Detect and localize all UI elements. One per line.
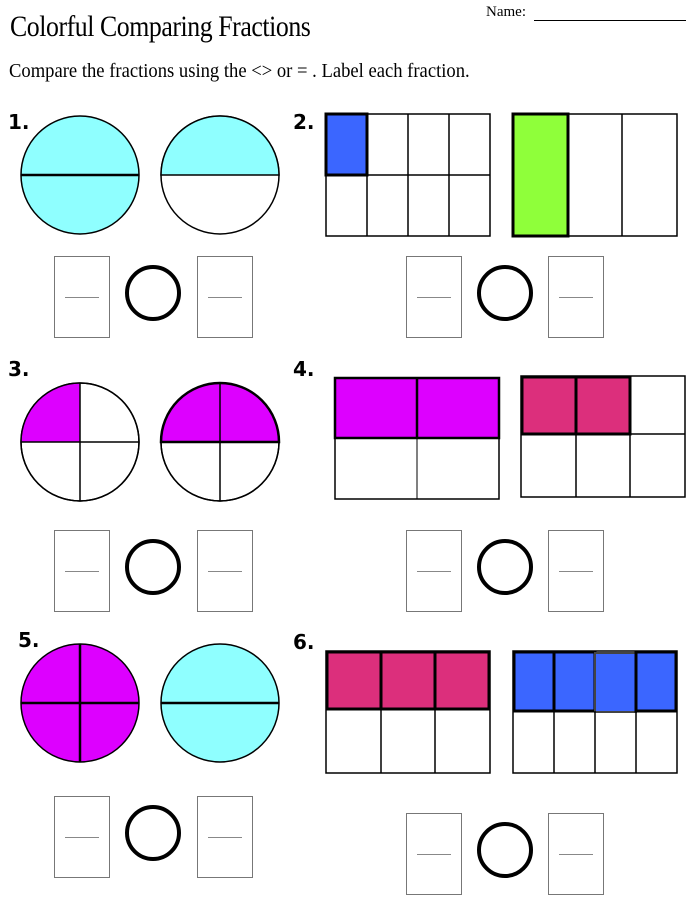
problem-2-comparison-circle[interactable] — [477, 265, 533, 321]
fraction-bar — [559, 571, 593, 572]
fraction-bar — [65, 571, 99, 572]
problem-1-left-circle — [20, 115, 140, 235]
problem-6-left-grid — [325, 650, 491, 774]
problem-4-comparison-circle[interactable] — [477, 539, 533, 595]
fraction-bar — [65, 837, 99, 838]
problem-4-right-answer-box[interactable] — [548, 530, 604, 612]
problem-2-right-grid — [511, 112, 678, 238]
problem-2-left-grid — [324, 112, 491, 237]
problem-1-number: 1. — [8, 110, 30, 134]
fraction-bar — [65, 297, 99, 298]
fraction-bar — [417, 297, 451, 298]
problem-2-right-answer-box[interactable] — [548, 256, 604, 338]
problem-4-left-grid — [333, 376, 501, 500]
fraction-bar — [208, 297, 242, 298]
problem-6-right-answer-box[interactable] — [548, 813, 604, 895]
problem-6-left-answer-box[interactable] — [406, 813, 462, 895]
problem-4-number: 4. — [293, 357, 315, 381]
problem-5-number: 5. — [18, 628, 40, 652]
problem-1-left-answer-box[interactable] — [54, 256, 110, 338]
fraction-bar — [559, 297, 593, 298]
fraction-bar — [559, 854, 593, 855]
name-field[interactable] — [534, 20, 686, 21]
fraction-bar — [208, 837, 242, 838]
problem-1-right-circle — [160, 115, 280, 235]
fraction-bar — [417, 854, 451, 855]
problem-2-number: 2. — [293, 110, 315, 134]
problem-5-right-circle — [160, 643, 280, 763]
problem-4-right-grid — [520, 375, 686, 498]
problem-4-left-answer-box[interactable] — [406, 530, 462, 612]
worksheet-title: Colorful Comparing Fractions — [10, 10, 311, 43]
problem-3-left-answer-box[interactable] — [54, 530, 110, 612]
problem-5-right-answer-box[interactable] — [197, 796, 253, 878]
name-label: Name: — [486, 4, 526, 20]
problem-3-number: 3. — [8, 357, 30, 381]
problem-5-left-circle — [20, 643, 140, 763]
problem-6-number: 6. — [293, 630, 315, 654]
problem-3-comparison-circle[interactable] — [125, 539, 181, 595]
problem-3-right-circle — [159, 381, 281, 502]
problem-3-right-answer-box[interactable] — [197, 530, 253, 612]
problem-5-comparison-circle[interactable] — [125, 805, 181, 861]
problem-1-comparison-circle[interactable] — [125, 265, 181, 321]
problem-1-right-answer-box[interactable] — [197, 256, 253, 338]
fraction-bar — [208, 571, 242, 572]
problem-6-right-grid — [512, 650, 678, 774]
fraction-bar — [417, 571, 451, 572]
problem-6-comparison-circle[interactable] — [477, 822, 533, 878]
problem-5-left-answer-box[interactable] — [54, 796, 110, 878]
problem-2-left-answer-box[interactable] — [406, 256, 462, 338]
problem-3-left-circle — [20, 382, 140, 502]
instructions: Compare the fractions using the <> or = … — [9, 60, 470, 82]
